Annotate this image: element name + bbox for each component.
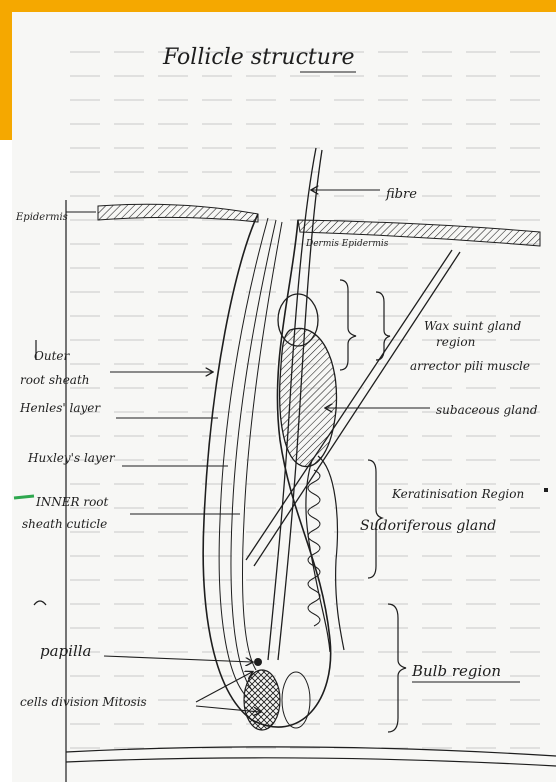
brace-wax (340, 280, 356, 370)
label-huxleys: Huxley's layer (27, 451, 116, 465)
label-wax-gland: Wax suint gland (424, 319, 522, 333)
label-outer-root-1: Outer (34, 349, 70, 363)
base-line-2 (66, 758, 556, 766)
label-cells-division: cells division Mitosis (20, 695, 147, 709)
label-epidermis: Epidermis (15, 212, 68, 223)
label-bulb: Bulb region (411, 662, 501, 680)
brace-bulb (388, 604, 406, 732)
follicle-layer-2 (231, 220, 276, 690)
label-inner-root-2: sheath cuticle (22, 517, 107, 531)
margin-dot (544, 488, 548, 492)
label-arrector: arrector pili muscle (410, 359, 530, 373)
label-keratinisation: Keratinisation Region (391, 487, 524, 501)
label-inner-root-1: INNER root (35, 495, 109, 509)
label-outer-root-2: root sheath (20, 373, 90, 387)
papilla-shape (244, 670, 280, 730)
label-fibre: fibre (385, 187, 417, 202)
sebaceous-gland (280, 328, 337, 466)
sudoriferous-edge-1 (318, 456, 344, 650)
epidermis-left (98, 204, 258, 222)
label-wax-gland-region: region (436, 335, 475, 349)
label-dermis: Dermis Epidermis (305, 239, 389, 249)
label-papilla: papilla (40, 642, 91, 660)
papilla-dot (254, 658, 262, 666)
pointer-papilla (104, 656, 252, 662)
page-title: Follicle structure (162, 45, 354, 70)
label-henles: Henles' layer (19, 401, 101, 415)
brace-wax-2 (376, 292, 390, 360)
follicle-layer-3 (243, 222, 283, 670)
green-mark (14, 496, 34, 498)
left-tick-2 (34, 601, 46, 605)
label-sudoriferous: Sudoriferous gland (360, 518, 496, 534)
label-subaceous: subaceous gland (436, 403, 538, 417)
